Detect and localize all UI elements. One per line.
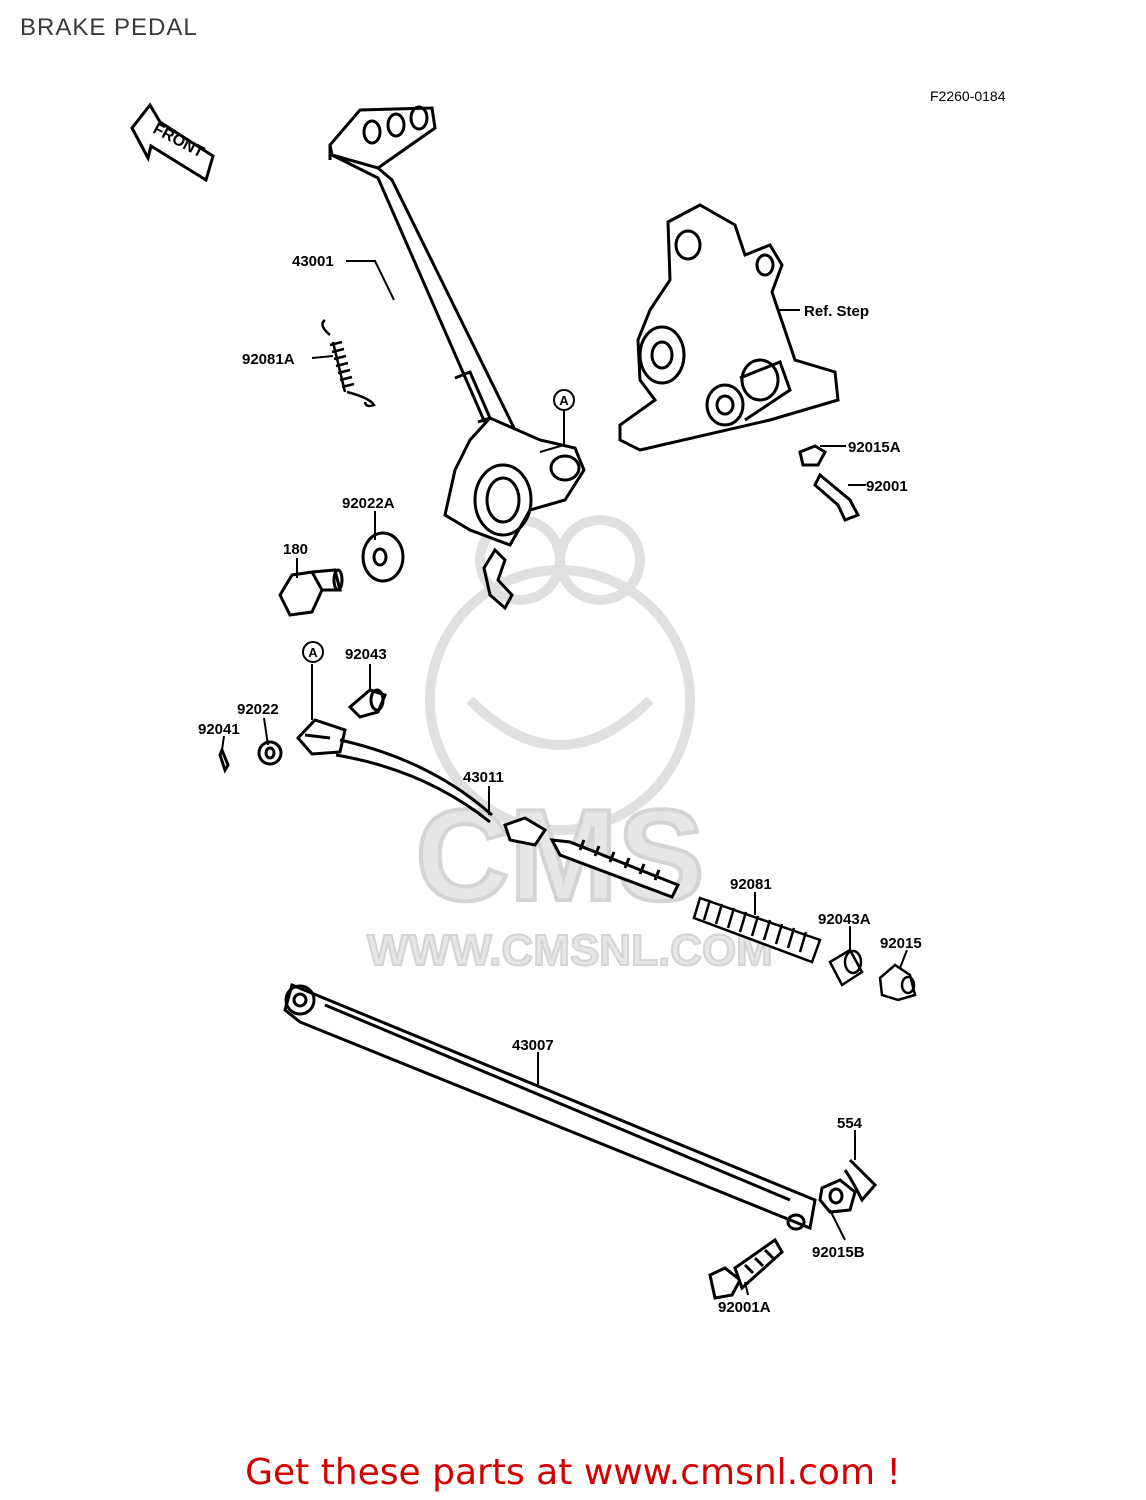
label-92022: 92022 [237,701,279,718]
reference-marker-a-bottom-label: A [308,645,318,660]
rod-end-fasteners [708,1158,878,1300]
label-43011: 43011 [463,769,504,786]
label-92001: 92001 [866,478,908,495]
label-180: 180 [283,541,308,558]
label-43007: 43007 [512,1037,554,1054]
label-92015: 92015 [880,935,922,952]
label-92081: 92081 [730,876,772,893]
reference-marker-a-bottom: A [302,641,324,663]
step-fasteners-part [798,444,861,522]
label-92041: 92041 [198,721,240,738]
label-92001a: 92001A [718,1299,771,1316]
part-labels: 43001 92081A Ref. Step 92015A 92001 9202… [198,253,922,1316]
label-92015b: 92015B [812,1244,865,1261]
clevis-assembly-part [218,688,681,899]
washer-bolt-part [278,531,405,617]
adjuster-parts [692,896,917,1002]
label-554: 554 [837,1115,863,1132]
label-ref-step: Ref. Step [804,303,869,320]
return-spring-part [321,318,376,408]
page-title: BRAKE PEDAL [20,14,198,41]
label-92081a: 92081A [242,351,295,368]
label-92043a: 92043A [818,911,871,928]
leader-lines [221,260,908,1296]
step-bracket-part [618,203,840,452]
figure-code: F2260-0184 [930,88,1006,104]
footer-link[interactable]: Get these parts at www.cmsnl.com ! [245,1452,901,1493]
label-92015a: 92015A [848,439,901,456]
label-92022a: 92022A [342,495,395,512]
reference-marker-a-top: A [553,389,575,411]
watermark-url: WWW.CMSNL.COM [367,926,773,975]
brake-pedal-part [328,105,586,611]
front-arrow-icon: FRONT [130,102,215,183]
label-43001: 43001 [292,253,334,270]
brake-rod-part [283,982,817,1231]
reference-marker-a-top-label: A [559,393,569,408]
label-92043: 92043 [345,646,387,663]
